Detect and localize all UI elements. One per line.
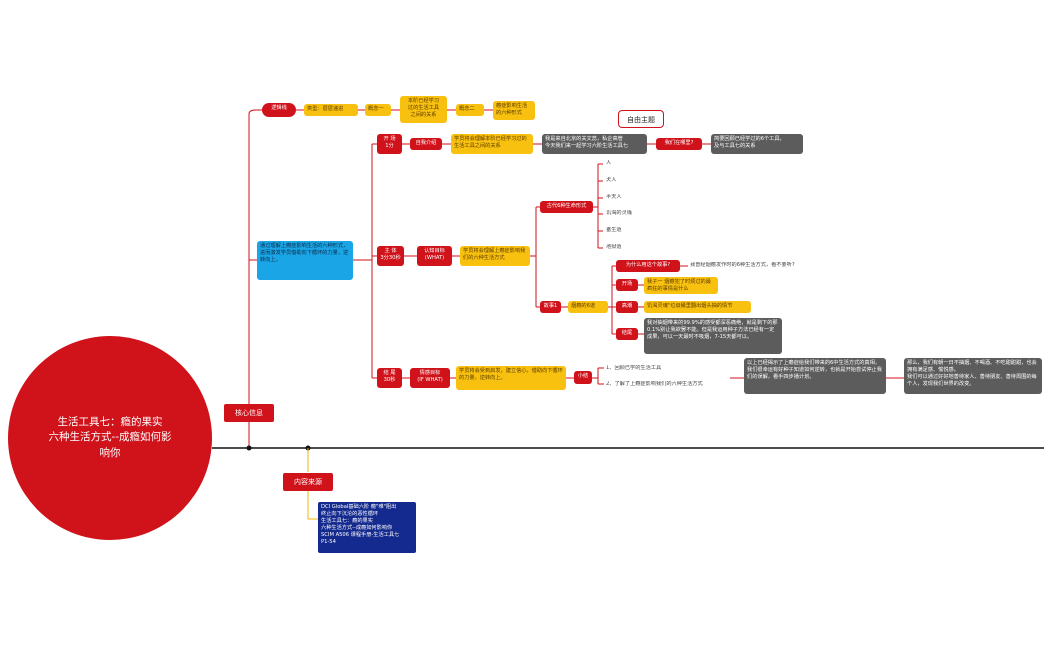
source-text[interactable]: DCI Global基础六阶 瘾"难"阻出 终止向下沉沦的恶性循环 生活工具七：… [318,502,416,553]
story-sub-node[interactable]: 烟瘾的6道 [568,301,608,313]
core-message-node[interactable]: 通过理解上瘾症影响生活的六种形式，进而激发学员借助向下循环的力量，逆转向上。 [257,241,353,280]
opening-goal-node[interactable]: 学员将会理解本阶已经学习过的生活工具之间的关系 [451,134,533,154]
logic-line-node[interactable]: 逻辑线 [262,103,296,117]
concept-two-node[interactable]: 概念二 [456,104,484,116]
story-open-text[interactable]: 我子一 烟瘾犯了时烦过的最 疯狂的事情是什么 [644,277,718,294]
concept-one-desc[interactable]: 本阶已经学习 过的生活工具 之间的关系 [400,96,447,123]
body-goal-node[interactable]: 学员将会理解上瘾症影响我们的六种生活方式 [460,246,530,266]
why-story-node[interactable]: 为什么用这个故事? [616,260,680,272]
self-intro-node[interactable]: 自我介绍 [410,138,442,150]
root-topic[interactable]: 生活工具七：瘾的果实 六种生活方式--成瘾如何影 响你 [8,336,212,540]
ending-reveal-text[interactable]: 以上已经揭示了上瘾症给我们带来的6中生活方式的真相，我们很幸运有好种子知道如何逆… [744,358,886,394]
form-item[interactable]: 半天人 [606,194,622,200]
logic-type-node[interactable]: 类型：层层递进 [304,104,358,116]
ending-goal-node[interactable]: 学员将会受到启发，建立信心，借助向下循环的力量，逆转向上。 [456,366,566,390]
story-end-node[interactable]: 结尾 [616,328,638,340]
where-are-we-node[interactable]: 我们在哪里? [656,138,702,150]
ancient-forms-node[interactable]: 古代6种生命形式 [540,201,593,213]
review-node[interactable]: 简要回顾已经学过的6个工具， 及与工具七的关系 [711,134,803,154]
content-source-label[interactable]: 内容来源 [283,473,333,491]
form-item[interactable]: 畜生道 [606,227,622,233]
why-story-text[interactable]: 我曾经烟瘾发作时的6种生活方式，看不要听? [690,262,795,268]
opening-talk-node[interactable]: 我是来自北京的关文蕊，私企高管 今天我们来一起学习六阶生活工具七 [542,134,647,154]
summary-point[interactable]: 2、了解了上瘾症影响我们的六种生活方式 [606,381,703,387]
form-item[interactable]: 饥渴的灵魂 [606,210,632,216]
concept-two-desc[interactable]: 瘾症影响生活 的六种形式 [493,101,535,120]
cognitive-goal-node[interactable]: 认知目标 (WHAT) [417,246,452,266]
opening-node[interactable]: 开 场 1分 [377,134,402,154]
free-topic-box[interactable]: 自由主题 [618,110,664,128]
story-end-text[interactable]: 我对抽烟带来的99.9%的感受都深恶痛绝，就是剩下的那0.1%别让我欲罢不能。但… [644,318,782,354]
story-open-node[interactable]: 开场 [616,279,638,291]
summary-node[interactable]: 小结 [574,371,592,384]
story-climax-text[interactable]: 饥渴灵魂"垃圾桶里翻出烟头抽的情节 [644,301,751,313]
form-item[interactable]: 天人 [606,177,617,183]
summary-point[interactable]: 1、回顾已学的生活工具 [606,365,662,371]
form-item[interactable]: 地狱道 [606,244,622,250]
core-info-label[interactable]: 核心信息 [224,404,274,422]
story-climax-node[interactable]: 高潮 [616,301,638,313]
form-item[interactable]: 人 [606,160,612,166]
ending-node[interactable]: 结 尾 30秒 [377,368,402,388]
ending-hope-text[interactable]: 那么，我们有朝一日不抽烟、不喝酒、不吃甜甜甜，也会拥有满足感、愉悦感。 我们可以… [904,358,1042,394]
concept-one-node[interactable]: 概念一 [365,104,391,116]
story-node[interactable]: 故事1 [540,301,561,313]
body-node[interactable]: 主 体 3分30秒 [377,246,404,266]
emotional-goal-node[interactable]: 情感目标 (IF WHAT) [410,368,450,388]
